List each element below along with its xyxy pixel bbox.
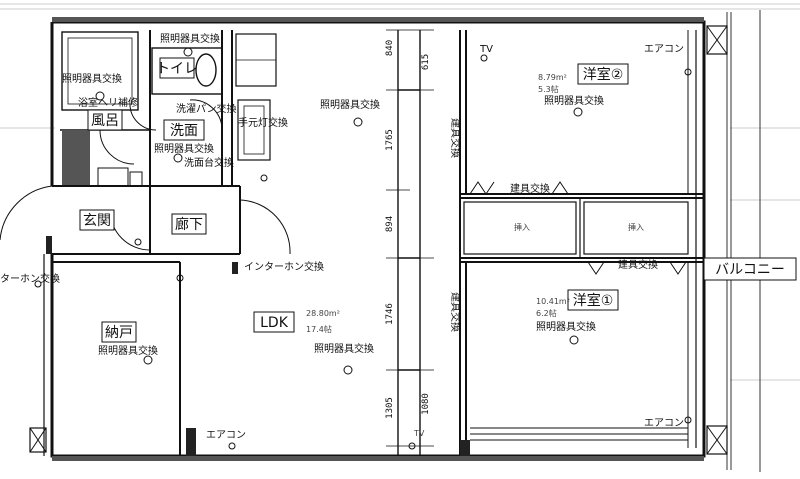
area-western1: 10.41m² xyxy=(536,297,570,306)
note-sink: 洗面台交換 xyxy=(184,156,234,169)
shaft xyxy=(62,130,90,186)
svg-text:洋室①: 洋室① xyxy=(573,292,614,309)
note-light-ldk-upper: 照明器具交換 xyxy=(320,98,380,111)
note-insert-right: 挿入 xyxy=(628,222,644,232)
svg-text:玄関: 玄関 xyxy=(83,212,111,229)
shoe-box xyxy=(97,167,129,187)
svg-text:LDK: LDK xyxy=(260,315,289,331)
room-label-hallway: 廊下 xyxy=(171,213,207,235)
dim-894: 894 xyxy=(385,216,395,232)
dim-615: 615 xyxy=(421,54,431,70)
tatami-western2: 5.3帖 xyxy=(538,84,559,94)
note-bath-edge: 浴室ヘリ補修 xyxy=(78,96,138,109)
note-insert-left: 挿入 xyxy=(514,222,530,232)
note-light-toilet: 照明器具交換 xyxy=(160,32,220,45)
tatami-western1: 6.2帖 xyxy=(536,308,557,318)
door-swings xyxy=(0,99,291,255)
note-aircon-ldk: エアコン xyxy=(206,430,246,441)
svg-text:納戸: 納戸 xyxy=(105,325,133,341)
note-light-western2: 照明器具交換 xyxy=(544,94,604,107)
note-hand-light: 手元灯交換 xyxy=(238,116,288,129)
svg-text:洗面: 洗面 xyxy=(170,123,198,139)
svg-text:廊下: 廊下 xyxy=(175,216,203,233)
ldk-partition xyxy=(397,30,421,456)
note-fittings-vertical-upper: 建具交換 xyxy=(449,118,462,158)
note-intercom-cut: ターホン交換 xyxy=(0,272,60,285)
room-label-toilet: トイレ xyxy=(156,57,198,79)
note-aircon-western1: エアコン xyxy=(644,418,684,429)
note-laundry-pan: 洗濯パン交換 xyxy=(176,102,237,115)
note-tv-ldk: TV xyxy=(413,429,425,438)
western-walls xyxy=(459,30,704,456)
room-label-washroom: 洗面 xyxy=(163,119,205,141)
note-fittings-bottom: 建具交換 xyxy=(618,258,658,271)
outer-walls xyxy=(43,20,706,458)
area-ldk: 28.80m² xyxy=(306,309,340,318)
note-light-washroom: 照明器具交換 xyxy=(154,142,214,155)
note-light-storage: 照明器具交換 xyxy=(98,344,158,357)
room-label-western2: 洋室② xyxy=(577,63,629,85)
svg-text:風呂: 風呂 xyxy=(91,113,119,129)
dim-1305: 1305 xyxy=(385,397,395,419)
svg-text:バルコニー: バルコニー xyxy=(715,262,785,278)
room-label-balcony: バルコニー xyxy=(703,257,797,281)
dim-1080: 1080 xyxy=(421,393,431,415)
light-fixtures xyxy=(34,47,692,450)
room-label-storage: 納戸 xyxy=(101,321,137,343)
storage-corner-bottom xyxy=(29,427,47,453)
note-light-western1: 照明器具交換 xyxy=(536,320,596,333)
dim-1746: 1746 xyxy=(385,303,395,325)
note-fittings-top: 建具交換 xyxy=(510,182,550,195)
note-light-ldk: 照明器具交換 xyxy=(314,342,374,355)
svg-text:洋室②: 洋室② xyxy=(583,66,624,83)
washroom-fixtures xyxy=(231,30,277,186)
tatami-ldk: 17.4帖 xyxy=(306,324,332,334)
note-aircon-western2: エアコン xyxy=(644,44,684,55)
note-light-bath: 照明器具交換 xyxy=(62,72,122,85)
closets xyxy=(463,198,689,258)
dim-840: 840 xyxy=(385,40,395,56)
entry-walls xyxy=(52,185,241,456)
room-label-ldk: LDK xyxy=(253,311,295,333)
note-fittings-vertical-lower: 建具交換 xyxy=(449,292,462,332)
area-western2: 8.79m² xyxy=(538,73,567,82)
dim-1765: 1765 xyxy=(385,129,395,151)
balcony-corner-top xyxy=(706,25,728,55)
room-label-western1: 洋室① xyxy=(567,289,619,311)
room-label-bath: 風呂 xyxy=(87,109,123,131)
balcony-corner-bottom xyxy=(706,425,728,455)
note-intercom: インターホン交換 xyxy=(244,260,324,273)
svg-text:トイレ: トイレ xyxy=(156,61,198,77)
note-tv-western2: TV xyxy=(479,44,493,55)
room-label-entrance: 玄関 xyxy=(79,209,115,231)
